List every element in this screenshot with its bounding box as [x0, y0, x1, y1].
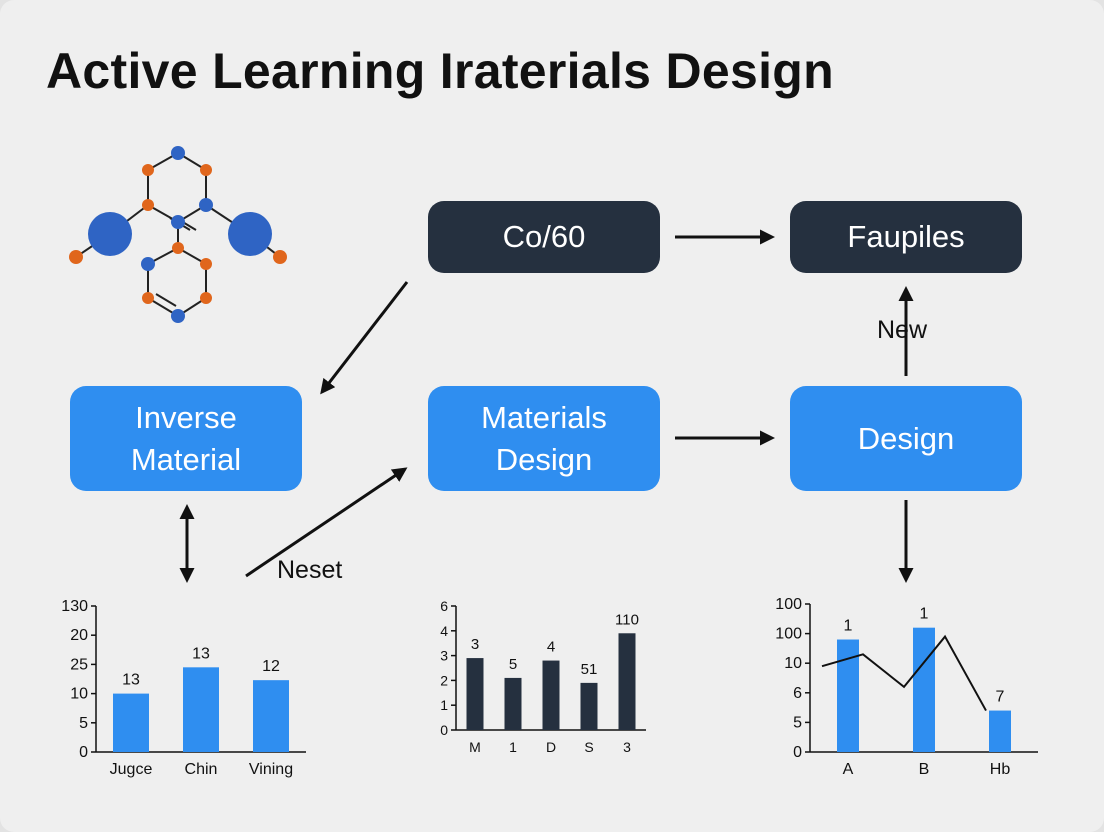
x-tick-label: 1 [509, 739, 517, 755]
data-label: 13 [192, 645, 210, 662]
x-tick-label: B [919, 761, 930, 778]
bar [580, 682, 598, 730]
data-label: 3 [471, 636, 479, 653]
node-co60[interactable]: Co/60 [428, 201, 660, 273]
bar [253, 680, 289, 752]
bar [618, 633, 636, 730]
y-tick-label: 0 [793, 744, 802, 761]
y-tick-label: 5 [79, 715, 88, 732]
node-inverse-line2: Material [130, 441, 242, 477]
data-label: 12 [262, 658, 280, 675]
x-tick-label: S [584, 739, 593, 755]
data-label: 110 [615, 611, 639, 628]
data-label: 1 [844, 618, 853, 635]
node-faupiles-label: Faupiles [847, 219, 965, 255]
y-tick-label: 20 [70, 627, 88, 644]
node-inverse-line1: Inverse [135, 399, 237, 435]
bar [542, 660, 560, 730]
x-tick-label: Hb [990, 761, 1011, 778]
page-title: Active Learning Iraterials Design [46, 43, 834, 99]
x-tick-label: Jugce [110, 761, 153, 778]
y-tick-label: 10 [70, 686, 88, 703]
data-label: 1 [920, 606, 929, 623]
bar [504, 677, 522, 730]
y-tick-label: 10 [784, 655, 802, 672]
node-co60-label: Co/60 [502, 219, 586, 255]
arrow-neset-to-materials [245, 467, 408, 578]
bar [913, 627, 935, 752]
bar-chart-right: 0 5 6 10 100 100 1A 1B 7Hb [775, 596, 1038, 778]
y-tick-label: 100 [775, 596, 802, 613]
arrow-co60-to-inverse [320, 281, 409, 395]
x-tick-label: Chin [185, 761, 218, 778]
y-tick-label: 0 [440, 722, 448, 738]
x-tick-label: M [469, 739, 481, 755]
y-tick-label: 1 [440, 697, 448, 713]
y-tick-label: 130 [61, 598, 88, 615]
node-faupiles[interactable]: Faupiles [790, 201, 1022, 273]
node-materials-design[interactable]: Materials Design [428, 386, 660, 491]
y-tick-label: 2 [440, 672, 448, 688]
node-materials-line1: Materials [481, 399, 607, 435]
y-tick-label: 5 [793, 714, 802, 731]
bar [183, 667, 219, 752]
node-materials-line2: Design [495, 441, 593, 477]
x-tick-label: D [546, 739, 556, 755]
y-tick-label: 6 [440, 598, 448, 614]
y-tick-label: 6 [793, 685, 802, 702]
y-tick-label: 3 [440, 648, 448, 664]
bar [989, 710, 1011, 752]
y-tick-label: 4 [440, 623, 448, 639]
y-tick-label: 100 [775, 626, 802, 643]
data-label: 4 [547, 639, 555, 656]
series-line [821, 634, 987, 712]
y-tick-label: 25 [70, 656, 88, 673]
node-design-label: Design [857, 420, 955, 456]
bar [113, 693, 149, 752]
x-tick-label: 3 [623, 739, 631, 755]
edge-label-neset: Neset [277, 556, 343, 584]
data-label: 7 [996, 689, 1005, 706]
edge-label-new: New [877, 316, 928, 344]
y-tick-label: 0 [79, 744, 88, 761]
data-label: 5 [509, 656, 517, 673]
node-design[interactable]: Design [790, 386, 1022, 491]
x-tick-label: Vining [249, 761, 293, 778]
data-label: 51 [581, 661, 598, 678]
x-tick-label: A [843, 761, 854, 778]
bar [466, 658, 484, 730]
data-label: 13 [122, 672, 140, 689]
node-inverse-material[interactable]: Inverse Material [70, 386, 302, 491]
bar [837, 639, 859, 752]
